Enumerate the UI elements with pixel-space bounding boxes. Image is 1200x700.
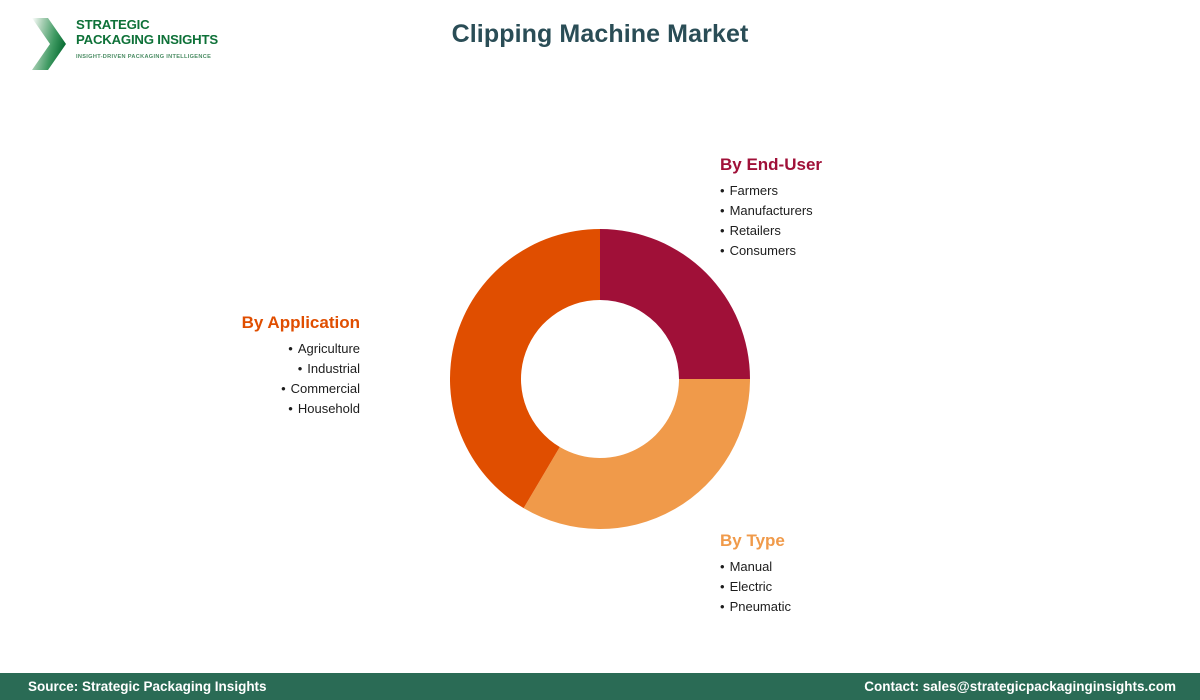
footer-source: Source: Strategic Packaging Insights bbox=[28, 679, 267, 694]
list-item: • Electric bbox=[720, 577, 791, 597]
list-item-label: Manufacturers bbox=[729, 203, 813, 218]
legend-group-end-user: By End-User • Farmers • Manufacturers • Ret… bbox=[720, 155, 822, 261]
bullet-icon: • bbox=[720, 579, 725, 594]
list-item: • Farmers bbox=[720, 181, 822, 201]
brand-logo-text: STRATEGIC PACKAGING INSIGHTS INSIGHT-DRI… bbox=[76, 17, 226, 60]
list-item-label: Agriculture bbox=[297, 341, 360, 356]
list-item: • Retailers bbox=[720, 221, 822, 241]
list-item: • Industrial bbox=[170, 359, 360, 379]
bullet-icon: • bbox=[281, 381, 286, 396]
brand-name-line1: STRATEGIC bbox=[76, 17, 150, 32]
list-item: • Agriculture bbox=[170, 339, 360, 359]
list-item-label: Electric bbox=[729, 579, 773, 594]
page-title: Clipping Machine Market bbox=[451, 20, 749, 48]
list-item-label: Commercial bbox=[290, 381, 360, 396]
list-item: • Manufacturers bbox=[720, 201, 822, 221]
donut-chart bbox=[450, 229, 750, 529]
list-item: • Commercial bbox=[170, 379, 360, 399]
footer-bar: Source: Strategic Packaging Insights Con… bbox=[0, 673, 1200, 700]
legend-group-application: By Application • Agriculture • Industrial … bbox=[170, 313, 360, 419]
bullet-icon: • bbox=[720, 559, 725, 574]
list-item: • Manual bbox=[720, 557, 791, 577]
list-item-label: Manual bbox=[729, 559, 773, 574]
bullet-icon: • bbox=[297, 361, 303, 376]
list-item-label: Farmers bbox=[729, 183, 778, 198]
legend-group-type: By Type • Manual • Electric • Pneumatic bbox=[720, 531, 791, 617]
list-item-label: Retailers bbox=[729, 223, 781, 238]
footer-contact: Contact: sales@strategicpackaginginsight… bbox=[864, 679, 1176, 694]
bullet-icon: • bbox=[720, 183, 725, 198]
list-item: • Household bbox=[170, 399, 360, 419]
legend-list-type: • Manual • Electric • Pneumatic bbox=[720, 557, 791, 617]
donut-slice-by-application bbox=[450, 229, 600, 509]
legend-heading-application: By Application bbox=[241, 313, 360, 332]
list-item: • Pneumatic bbox=[720, 597, 791, 617]
legend-list-application: • Agriculture • Industrial • Commercial • Ho… bbox=[170, 339, 360, 419]
bullet-icon: • bbox=[720, 243, 725, 258]
chevron-right-icon bbox=[28, 16, 70, 72]
list-item-label: Household bbox=[297, 401, 360, 416]
list-item-label: Industrial bbox=[307, 361, 360, 376]
bullet-icon: • bbox=[720, 203, 725, 218]
bullet-icon: • bbox=[288, 341, 293, 356]
legend-heading-end-user: By End-User bbox=[720, 155, 823, 174]
brand-tagline: INSIGHT-DRIVEN PACKAGING INTELLIGENCE bbox=[76, 54, 212, 60]
donut-slice-by-end-user bbox=[600, 229, 750, 379]
list-item: • Consumers bbox=[720, 241, 822, 261]
bullet-icon: • bbox=[288, 401, 293, 416]
donut-slice-by-type bbox=[523, 379, 750, 529]
list-item-label: Consumers bbox=[729, 243, 797, 258]
legend-heading-type: By Type bbox=[720, 531, 785, 550]
brand-logo: STRATEGIC PACKAGING INSIGHTS INSIGHT-DRI… bbox=[28, 14, 228, 76]
bullet-icon: • bbox=[720, 599, 725, 614]
brand-name-line2: PACKAGING INSIGHTS bbox=[76, 31, 218, 47]
list-item-label: Pneumatic bbox=[729, 599, 791, 614]
bullet-icon: • bbox=[720, 223, 725, 238]
legend-list-end-user: • Farmers • Manufacturers • Retailers • Cons… bbox=[720, 181, 822, 261]
